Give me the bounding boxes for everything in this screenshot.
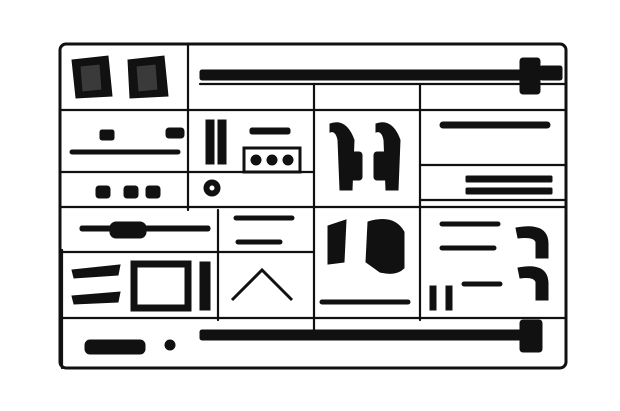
leaf-spring-2 <box>71 291 121 305</box>
engine-block <box>242 146 302 174</box>
seat-cushion <box>365 219 405 274</box>
chassis-rail-bottom <box>199 329 541 341</box>
chassis-rail-top <box>199 69 541 81</box>
leaf-spring-1 <box>71 264 121 279</box>
radiator-frame <box>130 260 192 312</box>
exhaust-pipe <box>515 226 549 259</box>
rail-rack-2 <box>465 187 553 195</box>
rail-rack-1 <box>465 175 553 183</box>
